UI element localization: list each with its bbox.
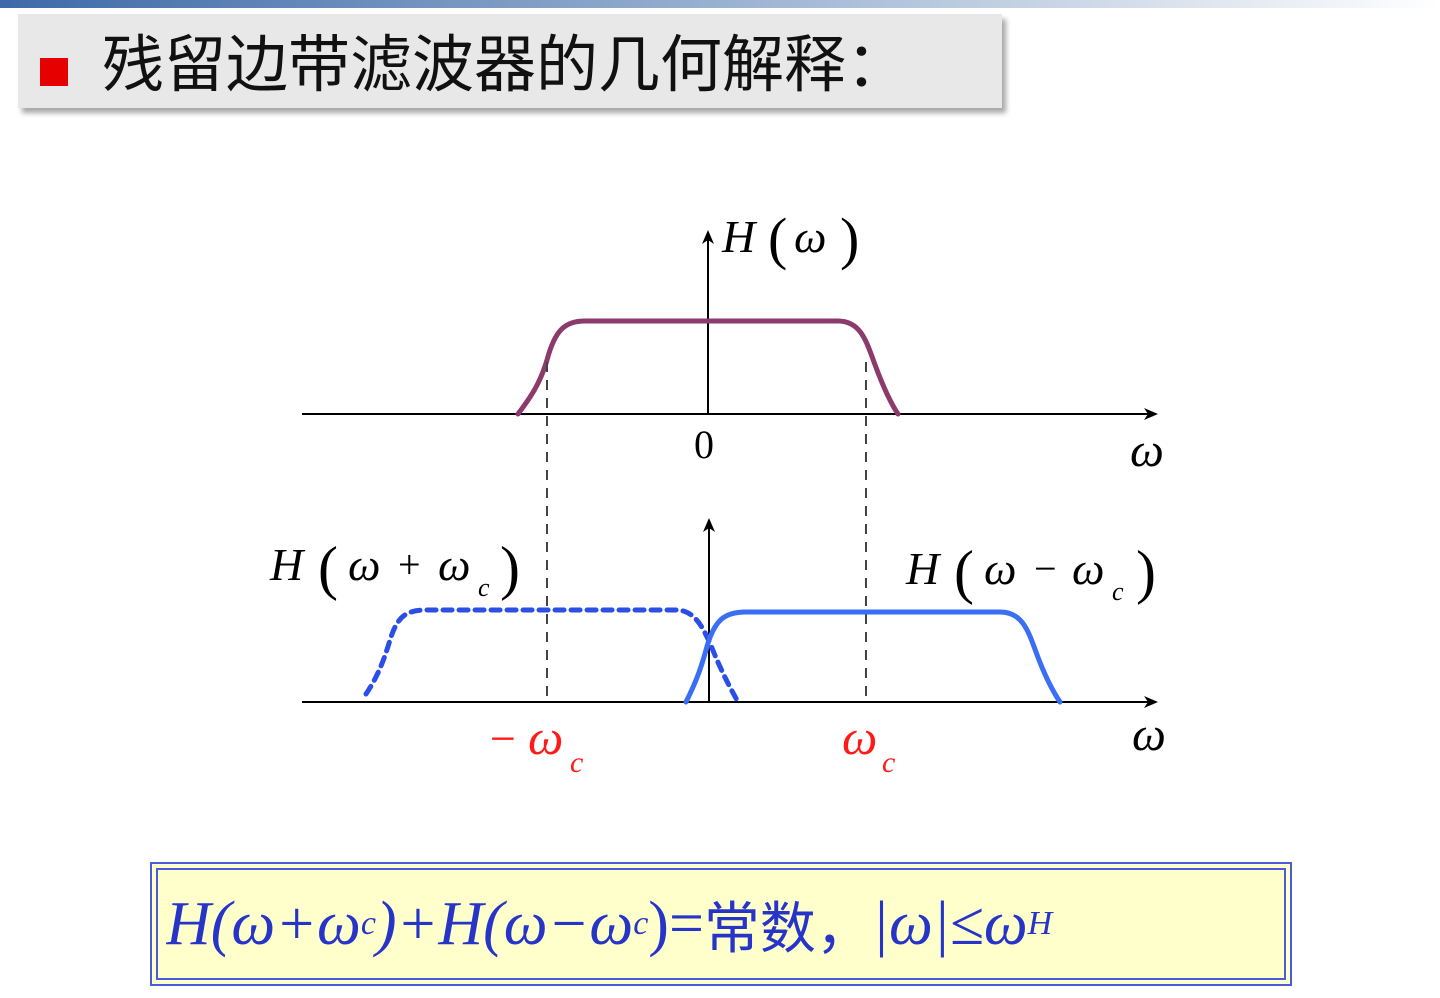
right-label-omega-c: ω (1072, 543, 1104, 594)
left-label-plus: + (398, 542, 421, 587)
right-label-open-paren: ( (954, 539, 974, 605)
top-y-label-H: H (721, 211, 758, 262)
neg-carrier-sub: c (570, 746, 583, 779)
top-decor-bar (0, 0, 1440, 8)
right-label-minus: − (1034, 546, 1057, 591)
top-y-label-omega: ω (794, 211, 826, 262)
title-bullet-square (40, 58, 68, 86)
left-label-omega-c: ω (438, 539, 470, 590)
top-origin-label: 0 (694, 422, 714, 467)
title-banner: 残留边带滤波器的几何解释： (18, 14, 1002, 108)
left-shifted-curve-dashed (363, 607, 741, 705)
bottom-x-axis-label: ω (1132, 708, 1166, 761)
formula-part3: )= (648, 889, 704, 958)
right-curve-label: H ( ω − ω c ) (905, 539, 1156, 606)
complementary-condition-formula: H(ω+ω c )+H(ω−ω c )= 常数， |ω|≤ω H (166, 878, 1272, 970)
left-label-omega: ω (348, 539, 380, 590)
neg-carrier-sign: − (490, 713, 516, 764)
left-curve-label: H ( ω + ω c ) (269, 535, 520, 602)
formula-constant-text: 常数， (703, 896, 872, 962)
formula-part4: |ω|≤ω (871, 889, 1028, 958)
formula-sub1: c (360, 905, 376, 942)
formula-sub3: H (1027, 905, 1053, 942)
right-label-omega: ω (984, 543, 1016, 594)
top-y-label-close-paren: ) (840, 206, 859, 271)
formula-box (150, 862, 1292, 986)
neg-carrier-omega: ω (528, 709, 563, 765)
top-filter-curve (515, 318, 901, 417)
pos-carrier-label: ω c (842, 709, 895, 779)
neg-carrier-label: − ω c (490, 709, 583, 779)
right-label-sub-c: c (1112, 577, 1124, 606)
formula-part1: H(ω+ω (166, 889, 361, 958)
left-label-H: H (269, 539, 306, 590)
left-label-close-paren: ) (500, 535, 520, 601)
formula-part2: )+H(ω−ω (375, 889, 634, 958)
vsb-filter-diagram: H ( ω ) 0 ω H ( ω + ω c ) H ( ω − ω c ) … (269, 206, 1166, 779)
slide-title: 残留边带滤波器的几何解释： (102, 28, 909, 101)
formula-sub2: c (633, 905, 649, 942)
pos-carrier-sub: c (882, 746, 895, 779)
pos-carrier-omega: ω (842, 709, 877, 765)
left-label-open-paren: ( (318, 535, 338, 601)
right-label-H: H (905, 543, 942, 594)
top-x-axis-label: ω (1130, 424, 1164, 477)
right-shifted-curve-solid (683, 609, 1063, 705)
top-y-label-open-paren: ( (768, 206, 787, 271)
left-label-sub-c: c (478, 573, 490, 602)
right-label-close-paren: ) (1136, 539, 1156, 605)
